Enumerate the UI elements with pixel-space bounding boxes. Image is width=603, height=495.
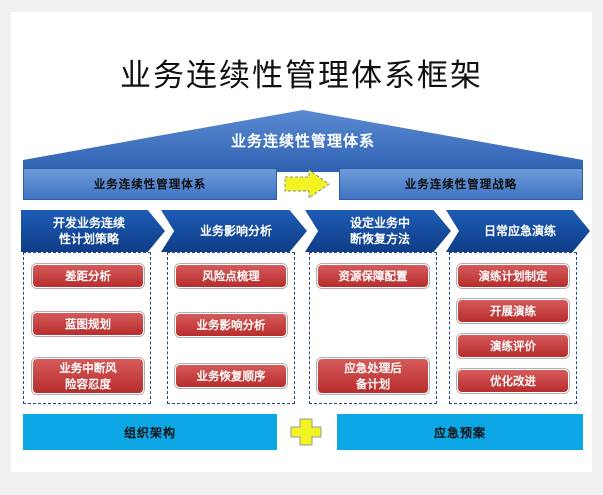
column-1-item-line-2: 险容忍度: [65, 377, 111, 391]
diagram-canvas: 业务连续性管理体系框架 业务连续性管理体系 业务连续性管理体系 业务连续性管理战…: [11, 12, 592, 472]
column-4-box: [449, 252, 577, 404]
column-4-item: 演练评价: [457, 334, 569, 358]
column-3-header-line-2: 断恢复方法: [349, 232, 410, 246]
arrow-right-icon: [284, 169, 330, 199]
column-1-item: 差距分析: [32, 264, 144, 288]
column-2-header: 业务影响分析: [199, 224, 272, 238]
column-3-item: 应急处理后备计划: [317, 358, 429, 394]
column-2-item: 业务恢复顺序: [175, 364, 287, 388]
column-4-item: 演练计划制定: [457, 264, 569, 288]
column-2-item: 业务影响分析: [175, 313, 287, 337]
column-1-header-line-1: 开发业务连续: [52, 216, 125, 230]
band-left: 业务连续性管理体系: [23, 168, 277, 200]
footer-right: 应急预案: [337, 414, 583, 450]
column-1-item: 业务中断风险容忍度: [32, 358, 144, 394]
diagram-title: 业务连续性管理体系框架: [120, 58, 483, 94]
chevron-column-1: 开发业务连续性计划策略: [21, 210, 165, 252]
chevron-column-3: 设定业务中断恢复方法: [305, 210, 451, 252]
column-3-item-line-2: 备计划: [355, 377, 391, 391]
column-2-box: [167, 252, 295, 404]
column-1-box: [23, 252, 151, 404]
column-2-item: 风险点梳理: [175, 264, 287, 288]
roof-shape: [23, 110, 583, 172]
chevron-column-4: 日常应急演练: [446, 210, 590, 252]
column-1-item-line-1: 业务中断风: [59, 361, 117, 375]
column-1-header-line-2: 性计划策略: [58, 232, 119, 246]
column-3-item-line-1: 应急处理后: [344, 361, 402, 375]
plus-icon: [290, 418, 322, 446]
column-3-item: 资源保障配置: [317, 264, 429, 288]
footer-left: 组织架构: [23, 414, 277, 450]
roof-label: 业务连续性管理体系: [230, 132, 375, 150]
chevron-column-2: 业务影响分析: [161, 210, 307, 252]
column-4-header: 日常应急演练: [483, 224, 556, 238]
column-3-box: [309, 252, 437, 404]
column-4-item: 开展演练: [457, 299, 569, 323]
column-4-item: 优化改进: [457, 369, 569, 393]
band-right: 业务连续性管理战略: [339, 168, 583, 200]
column-1-item: 蓝图规划: [32, 312, 144, 336]
column-3-header-line-1: 设定业务中: [349, 216, 410, 230]
